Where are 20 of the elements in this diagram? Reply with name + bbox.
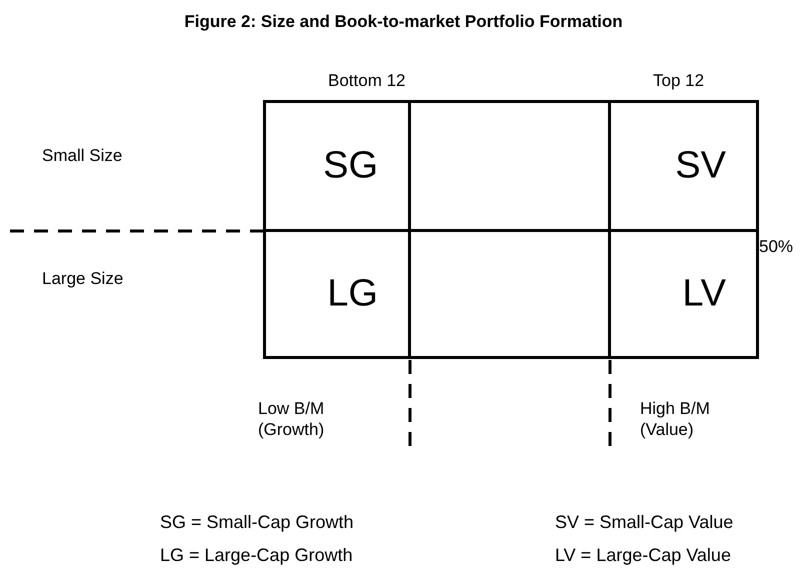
definition-text: LG = Large-Cap Growth bbox=[160, 545, 354, 566]
portfolio-code: LG bbox=[327, 272, 378, 316]
row-label: Large Size bbox=[42, 268, 124, 289]
figure-title: Figure 2: Size and Book-to-market Portfolio Formation bbox=[183, 12, 624, 32]
row-label: Small Size bbox=[42, 145, 124, 166]
axis-note: Low B/M (Growth) bbox=[258, 398, 326, 440]
definition-text: SV = Small-Cap Value bbox=[555, 512, 734, 533]
portfolio-cell bbox=[608, 100, 759, 232]
portfolio-code: SV bbox=[675, 144, 726, 188]
percent-label: 50% bbox=[759, 236, 794, 257]
definition-text: LV = Large-Cap Value bbox=[555, 545, 732, 566]
definition-text: SG = Small-Cap Growth bbox=[160, 512, 355, 533]
portfolio-code: SG bbox=[323, 144, 378, 188]
axis-note: High B/M (Value) bbox=[640, 398, 711, 440]
portfolio-code: LV bbox=[682, 272, 726, 316]
portfolio-cell bbox=[263, 229, 411, 359]
portfolio-cell bbox=[263, 100, 411, 232]
portfolio-cell bbox=[608, 229, 759, 359]
column-label: Top 12 bbox=[653, 70, 706, 91]
column-label: Bottom 12 bbox=[328, 70, 406, 91]
